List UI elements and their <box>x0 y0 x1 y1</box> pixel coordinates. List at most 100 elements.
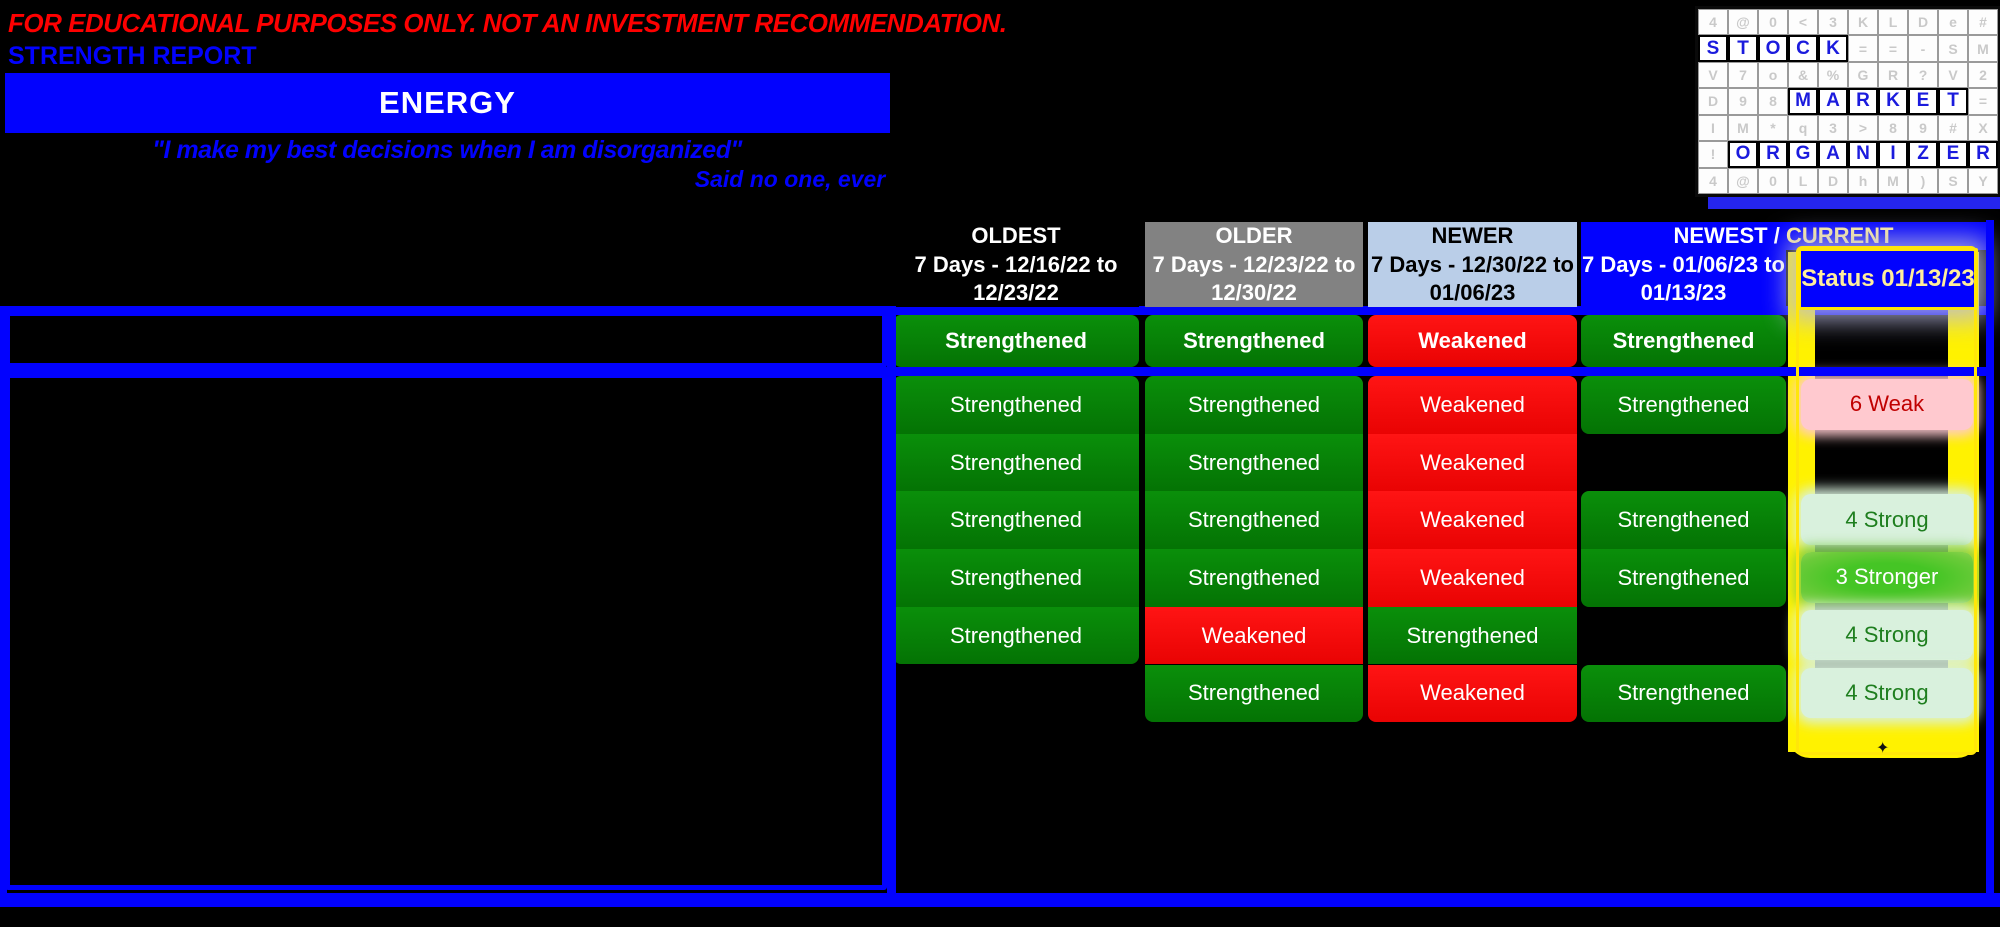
logo-cell: q <box>1788 114 1818 142</box>
logo-cell: * <box>1758 114 1788 142</box>
strength-cell: Strengthened <box>1368 606 1577 665</box>
logo-cell: 0 <box>1758 167 1788 194</box>
logo-cell: 9 <box>1908 114 1938 142</box>
logo-cell: @ <box>1728 9 1758 36</box>
logo-cell: S <box>1938 35 1968 62</box>
logo-cell: o <box>1758 61 1788 89</box>
strength-cell: Strengthened <box>1581 549 1786 607</box>
logo-cell: D <box>1818 167 1848 194</box>
column-header-newer: NEWER <box>1368 222 1577 250</box>
strength-cell: Strengthened <box>1145 376 1363 434</box>
strength-cell: Weakened <box>1368 549 1577 607</box>
status-cell: 3 Stronger <box>1801 552 1973 603</box>
logo-cell: A <box>1818 88 1848 115</box>
date-range-line1: 7 Days - 12/16/22 to <box>914 252 1118 277</box>
logo-cell: D <box>1698 88 1728 115</box>
report-title: STRENGTH REPORT <box>8 42 257 70</box>
strength-cell: Strengthened <box>893 606 1139 665</box>
highlighter-frame <box>1796 246 1977 755</box>
column-header-older: OLDER <box>1145 222 1363 250</box>
logo-cell: A <box>1818 141 1848 168</box>
logo-cell: O <box>1728 141 1758 168</box>
strength-cell: Strengthened <box>1145 433 1363 492</box>
logo-cell: S <box>1938 167 1968 194</box>
logo-cell: ? <box>1908 61 1938 89</box>
logo-cell: M <box>1728 114 1758 142</box>
table-left-border <box>0 306 7 907</box>
logo-cell: R <box>1968 141 1998 168</box>
column-subheader-older: 7 Days - 12/23/22 to 12/30/22 <box>1145 250 1363 307</box>
disclaimer-text: FOR EDUCATIONAL PURPOSES ONLY. NOT AN IN… <box>8 8 1007 38</box>
logo-cell: 8 <box>1758 88 1788 115</box>
logo-cell: Y <box>1968 167 1998 194</box>
sector-banner: ENERGY <box>5 73 890 133</box>
logo-cell: K <box>1818 35 1848 62</box>
marker-glyph: ✦ <box>1876 740 1890 757</box>
logo-cell: T <box>1938 88 1968 115</box>
strength-cell: Weakened <box>1368 433 1577 492</box>
table-top-border <box>0 306 1994 315</box>
name-column-divider <box>887 306 896 907</box>
status-cell: 6 Weak <box>1801 379 1973 430</box>
strength-cell: Strengthened <box>893 315 1139 367</box>
date-range-line1: 7 Days - 12/30/22 to <box>1370 252 1574 277</box>
strength-cell: Strengthened <box>893 549 1139 607</box>
logo-cell: N <box>1848 141 1878 168</box>
logo-cell: 2 <box>1968 61 1998 89</box>
redacted-rows-label-box <box>5 373 887 890</box>
logo-cell: V <box>1698 61 1728 89</box>
date-range-line2: 12/30/22 <box>1211 280 1297 305</box>
logo-cell: > <box>1848 114 1878 142</box>
strength-cell: Weakened <box>1368 664 1577 723</box>
logo-cell: V <box>1938 61 1968 89</box>
strength-cell: Strengthened <box>1581 315 1786 367</box>
logo-cell: E <box>1938 141 1968 168</box>
strength-cell: Strengthened <box>1145 549 1363 607</box>
logo-cell: O <box>1758 35 1788 62</box>
logo-cell: X <box>1968 114 1998 142</box>
logo-cell: L <box>1788 167 1818 194</box>
logo-cell: G <box>1848 61 1878 89</box>
logo-cell: K <box>1878 88 1908 115</box>
logo-cell: & <box>1788 61 1818 89</box>
strength-cell: Weakened <box>1368 491 1577 550</box>
logo-cell: 3 <box>1818 9 1848 36</box>
logo-cell: R <box>1878 61 1908 89</box>
date-range-line1: 7 Days - 01/06/23 to <box>1581 252 1785 277</box>
highlighter-bottom-stroke <box>1788 716 1979 758</box>
logo-cell: R <box>1848 88 1878 115</box>
logo-cell: S <box>1698 35 1728 62</box>
date-range-line1: 7 Days - 12/23/22 to <box>1152 252 1356 277</box>
logo-cell: R <box>1758 141 1788 168</box>
logo-cell: C <box>1788 35 1818 62</box>
logo-cell: 7 <box>1728 61 1758 89</box>
column-subheader-oldest: 7 Days - 12/16/22 to 12/23/22 <box>893 250 1139 307</box>
newest-label: NEWEST / <box>1673 223 1786 248</box>
logo-cell: # <box>1968 9 1998 36</box>
logo-cell: = <box>1848 35 1878 62</box>
logo-cell: 4 <box>1698 9 1728 36</box>
column-header-newest-current: NEWEST / CURRENT <box>1581 222 1986 250</box>
logo-cell: @ <box>1728 167 1758 194</box>
current-label: CURRENT <box>1785 223 1894 248</box>
logo-cell: 3 <box>1818 114 1848 142</box>
strength-cell: Strengthened <box>1581 664 1786 723</box>
logo-cell: = <box>1878 35 1908 62</box>
date-range-line2: 01/13/23 <box>1640 280 1727 305</box>
strength-cell: Weakened <box>1368 376 1577 434</box>
strength-cell: Strengthened <box>1581 491 1786 550</box>
logo-cell: D <box>1908 9 1938 36</box>
logo-cell: 9 <box>1728 88 1758 115</box>
strength-cell: Strengthened <box>1145 315 1363 367</box>
logo-cell: < <box>1788 9 1818 36</box>
strength-cell: Strengthened <box>893 376 1139 434</box>
logo-cell: G <box>1788 141 1818 168</box>
row1-separator <box>0 367 1994 376</box>
date-range-line2: 01/06/23 <box>1429 280 1516 305</box>
status-column-header: Status 01/13/23 <box>1798 248 1978 310</box>
logo-cell: h <box>1848 167 1878 194</box>
strength-cell: Weakened <box>1145 606 1363 665</box>
strength-cell: Weakened <box>1368 315 1577 367</box>
